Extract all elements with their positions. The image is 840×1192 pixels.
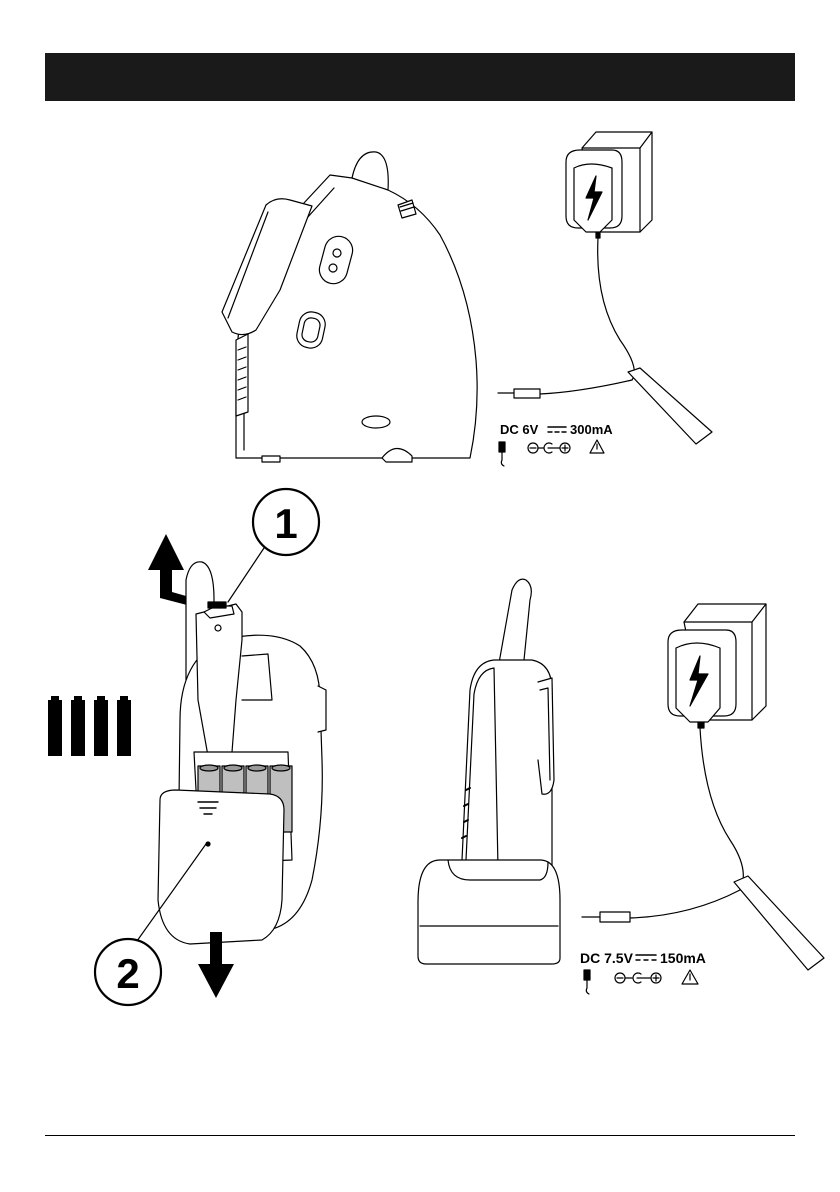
- spec-large: DC 6V 300mA: [499, 422, 613, 466]
- callout-2: 2: [95, 939, 161, 1005]
- batteries-icon: [48, 696, 131, 756]
- svg-text:DC 7.5V: DC 7.5V: [580, 950, 634, 966]
- handset-in-charger-illustration: [418, 579, 560, 964]
- svg-text:150mA: 150mA: [660, 950, 706, 966]
- power-adapter-large: [498, 132, 712, 444]
- footer-rule: [45, 1135, 795, 1136]
- power-adapter-small: [582, 604, 824, 970]
- spec-small: DC 7.5V 150mA: [580, 950, 706, 994]
- callout-1: 1: [253, 489, 319, 555]
- parent-unit-illustration: [222, 152, 477, 462]
- baby-unit-battery-illustration: [132, 534, 326, 998]
- svg-text:2: 2: [116, 950, 139, 997]
- svg-text:1: 1: [274, 500, 297, 547]
- svg-text:300mA: 300mA: [570, 422, 613, 437]
- svg-text:DC 6V: DC 6V: [500, 422, 539, 437]
